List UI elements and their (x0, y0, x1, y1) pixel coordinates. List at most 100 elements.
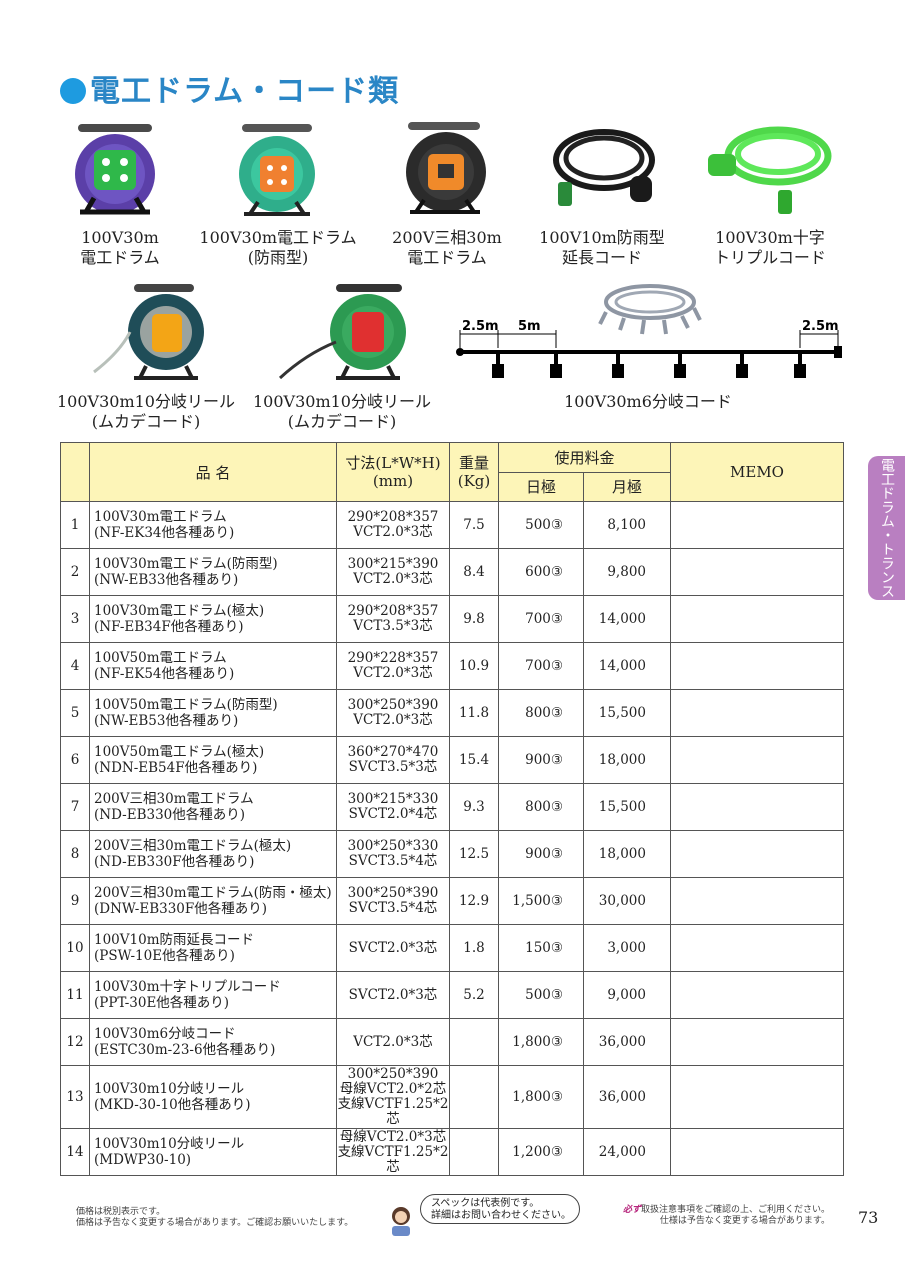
product-photo-triple-cord (708, 126, 832, 214)
product-photo-drum-green (239, 124, 315, 216)
product-photo-branch-reel-orange (93, 284, 204, 380)
row-monthly-fee: 9,800 (583, 548, 671, 596)
row-monthly-fee: 15,500 (583, 783, 671, 831)
footer-right-note: 必ず取扱注意事項をご確認の上、ご利用ください。仕様は予告なく変更する場合がありま… (622, 1205, 830, 1226)
row-number: 9 (60, 877, 90, 925)
product-photo-branch-reel-red (278, 284, 406, 380)
header-no (60, 442, 90, 502)
row-number: 6 (60, 736, 90, 784)
row-dimensions: SVCT2.0*3芯 (336, 924, 450, 972)
row-daily-fee: 900③ (498, 830, 584, 878)
row-weight: 5.2 (449, 971, 499, 1019)
row-number: 11 (60, 971, 90, 1019)
row-product-name: 200V三相30m電工ドラム(防雨・極太)(DNW-EB330F他各種あり) (89, 877, 337, 925)
side-tab-section[interactable]: 電工ドラム・トランス (868, 456, 905, 600)
row-weight: 10.9 (449, 642, 499, 690)
row-daily-fee: 1,800③ (498, 1018, 584, 1066)
row-daily-fee: 700③ (498, 595, 584, 643)
row-monthly-fee: 9,000 (583, 971, 671, 1019)
row-number: 10 (60, 924, 90, 972)
bullet-dot-icon (60, 78, 86, 104)
row-number: 8 (60, 830, 90, 878)
staff-avatar-icon (392, 1207, 410, 1236)
row-number: 5 (60, 689, 90, 737)
row-weight: 1.8 (449, 924, 499, 972)
row-memo (670, 1128, 844, 1176)
row-monthly-fee: 15,500 (583, 689, 671, 737)
row-weight: 15.4 (449, 736, 499, 784)
caption-branch-reel-1: 100V30m10分岐リール(ムカデコード) (57, 392, 235, 431)
row-number: 3 (60, 595, 90, 643)
header-name: 品 名 (89, 442, 337, 502)
row-memo (670, 501, 844, 549)
row-monthly-fee: 36,000 (583, 1065, 671, 1129)
header-memo: MEMO (670, 442, 844, 502)
row-memo (670, 595, 844, 643)
row-daily-fee: 600③ (498, 548, 584, 596)
row-daily-fee: 800③ (498, 783, 584, 831)
row-weight: 9.3 (449, 783, 499, 831)
row-daily-fee: 500③ (498, 971, 584, 1019)
row-daily-fee: 700③ (498, 642, 584, 690)
caption-triple-cord: 100V30m十字トリプルコード (714, 228, 826, 267)
row-weight (449, 1128, 499, 1176)
footer-left-note: 価格は税別表示です。価格は予告なく変更する場合があります。ご確認お願いいたします… (76, 1207, 354, 1228)
row-product-name: 100V30m10分岐リール(MKD-30-10他各種あり) (89, 1065, 337, 1129)
header-month: 月極 (583, 471, 671, 502)
row-dimensions: VCT2.0*3芯 (336, 1018, 450, 1066)
row-weight: 11.8 (449, 689, 499, 737)
row-monthly-fee: 36,000 (583, 1018, 671, 1066)
row-memo (670, 1018, 844, 1066)
row-memo (670, 689, 844, 737)
row-number: 13 (60, 1065, 90, 1129)
row-monthly-fee: 18,000 (583, 736, 671, 784)
row-memo (670, 830, 844, 878)
caption-drum-green: 100V30m電工ドラム(防雨型) (199, 228, 357, 267)
row-daily-fee: 1,500③ (498, 877, 584, 925)
row-daily-fee: 1,800③ (498, 1065, 584, 1129)
row-product-name: 100V50m電工ドラム(防雨型)(NW-EB53他各種あり) (89, 689, 337, 737)
row-number: 7 (60, 783, 90, 831)
row-product-name: 100V50m電工ドラム(NF-EK54他各種あり) (89, 642, 337, 690)
rental-price-table: 品 名 寸法(L*W*H)(mm) 重量(Kg) 使用料金 MEMO 日極 月極… (60, 442, 844, 1176)
row-daily-fee: 150③ (498, 924, 584, 972)
header-weight: 重量(Kg) (449, 442, 499, 502)
row-daily-fee: 500③ (498, 501, 584, 549)
product-photo-drum-black (406, 122, 486, 214)
row-number: 2 (60, 548, 90, 596)
row-dimensions: SVCT2.0*3芯 (336, 971, 450, 1019)
row-monthly-fee: 8,100 (583, 501, 671, 549)
header-day: 日極 (498, 471, 584, 502)
row-product-name: 100V30m電工ドラム(NF-EK34他各種あり) (89, 501, 337, 549)
row-memo (670, 971, 844, 1019)
row-dimensions: 母線VCT2.0*3芯支線VCTF1.25*2芯 (336, 1128, 450, 1176)
row-weight: 12.5 (449, 830, 499, 878)
row-weight (449, 1018, 499, 1066)
row-weight: 8.4 (449, 548, 499, 596)
diagram-dim-left: 2.5m (462, 319, 499, 334)
page-title: 電工ドラム・コード類 (60, 66, 399, 110)
row-memo (670, 783, 844, 831)
row-monthly-fee: 30,000 (583, 877, 671, 925)
row-weight: 12.9 (449, 877, 499, 925)
